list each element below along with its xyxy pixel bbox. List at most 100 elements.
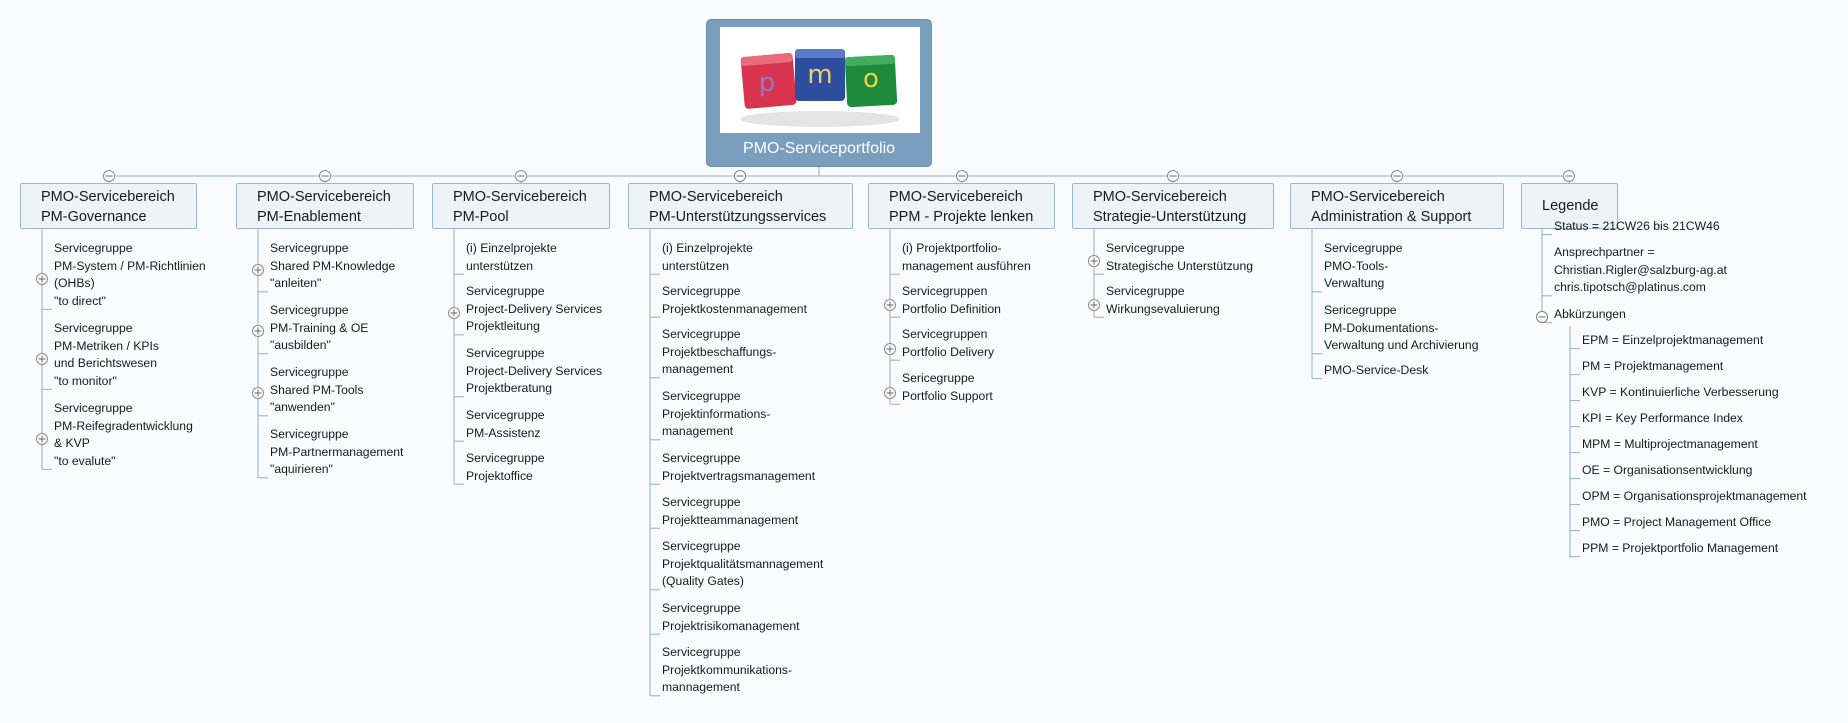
- collapse-icon[interactable]: [956, 170, 968, 182]
- topic-label-line: "aquirieren": [270, 462, 333, 477]
- collapse-icon[interactable]: [515, 170, 527, 182]
- topic-node[interactable]: PPM = Projektportfolio Management: [1582, 540, 1778, 558]
- category-label-line: Legende: [1542, 198, 1599, 214]
- collapse-icon[interactable]: [734, 170, 746, 182]
- topic-node[interactable]: MPM = Multiprojectmanagement: [1582, 436, 1758, 454]
- collapse-icon[interactable]: [319, 170, 331, 182]
- topic-node[interactable]: EPM = Einzelprojektmanagement: [1582, 332, 1763, 350]
- topic-label-line: PM = Projektmanagement: [1582, 359, 1724, 373]
- topic-label-line: (i) Einzelprojekte: [466, 241, 557, 255]
- topic-label-line: Servicegruppe: [662, 601, 741, 615]
- topic-node[interactable]: OE = Organisationsentwicklung: [1582, 462, 1752, 480]
- topic-node[interactable]: OPM = Organisationsprojektmanagement: [1582, 488, 1807, 506]
- category-node[interactable]: Legende: [1521, 183, 1618, 229]
- topic-node[interactable]: KPI = Key Performance Index: [1582, 410, 1743, 428]
- topic-label-line: "to evalute": [54, 453, 116, 468]
- root-node[interactable]: p m o PMO-Serviceportfolio: [706, 19, 932, 167]
- collapse-icon[interactable]: [1167, 170, 1179, 182]
- expand-icon[interactable]: [36, 273, 48, 285]
- topic-label-line: PMO = Project Management Office: [1582, 515, 1772, 529]
- topic-label-line: (OHBs): [54, 276, 95, 291]
- expand-icon[interactable]: [36, 353, 48, 365]
- topic-label-line: OPM = Organisationsprojektmanagement: [1582, 489, 1807, 503]
- topic-node[interactable]: (i) Projektportfolio-management ausführe…: [902, 240, 1031, 275]
- expand-icon[interactable]: [448, 307, 460, 319]
- category-label-line: PM-Governance: [41, 209, 147, 225]
- topic-label-line: (i) Einzelprojekte: [662, 241, 753, 255]
- category-label-line: PMO-Servicebereich: [1093, 189, 1227, 205]
- expand-icon[interactable]: [1088, 255, 1100, 267]
- topic-node[interactable]: Status = 21CW26 bis 21CW46: [1554, 218, 1720, 236]
- collapse-icon[interactable]: [1391, 170, 1403, 182]
- topic-node[interactable]: Ansprechpartner =Christian.Rigler@salzbu…: [1554, 244, 1727, 297]
- topic-label-line: management ausführen: [902, 258, 1031, 273]
- topic-label-line: Servicegruppe: [662, 284, 741, 298]
- topic-node[interactable]: PMO = Project Management Office: [1582, 514, 1771, 532]
- collapse-icon[interactable]: [1563, 170, 1575, 182]
- topic-label-line: Servicegruppe: [270, 427, 349, 441]
- topic-label-line: Servicegruppen: [902, 327, 988, 341]
- category-label-line: PPM - Projekte lenken: [889, 209, 1034, 225]
- topic-node[interactable]: PMO-Service-Desk: [1324, 362, 1428, 380]
- topic-node[interactable]: PM = Projektmanagement: [1582, 358, 1723, 376]
- topic-label-line: Servicegruppe: [662, 645, 741, 659]
- expand-icon[interactable]: [36, 433, 48, 445]
- expand-icon[interactable]: [1088, 299, 1100, 311]
- expand-icon[interactable]: [884, 299, 896, 311]
- topic-label-line: Servicegruppe: [1106, 284, 1185, 298]
- collapse-icon[interactable]: [103, 170, 115, 182]
- topic-label-line: Servicegruppe: [466, 346, 545, 360]
- topic-node[interactable]: Abkürzungen: [1554, 306, 1626, 324]
- expand-icon[interactable]: [884, 343, 896, 355]
- expand-icon[interactable]: [252, 387, 264, 399]
- topic-label-line: Sericegruppe: [1324, 303, 1397, 317]
- topic-label-line: Ansprechpartner =: [1554, 245, 1655, 259]
- root-title: PMO-Serviceportfolio: [742, 140, 896, 157]
- topic-label-line: Portfolio Delivery: [902, 344, 995, 359]
- topic-label-line: KVP = Kontinuierliche Verbesserung: [1582, 385, 1779, 399]
- expand-icon[interactable]: [252, 264, 264, 276]
- topic-label-line: "ausbilden": [270, 338, 331, 353]
- expand-icon[interactable]: [252, 325, 264, 337]
- collapse-icon[interactable]: [1536, 311, 1548, 323]
- topic-label-line: Portfolio Definition: [902, 301, 1001, 316]
- expand-icon[interactable]: [884, 387, 896, 399]
- topic-node[interactable]: KVP = Kontinuierliche Verbesserung: [1582, 384, 1779, 402]
- topic-label-line: management: [662, 362, 734, 377]
